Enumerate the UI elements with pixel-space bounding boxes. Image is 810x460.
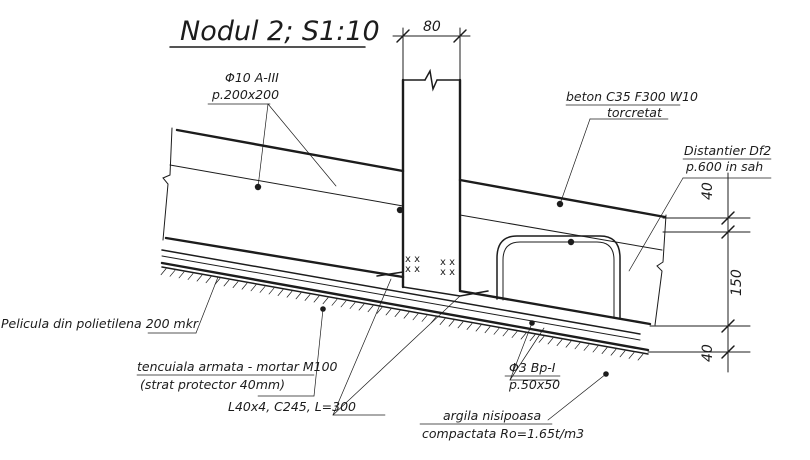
soil-hatch-mark bbox=[475, 324, 482, 332]
soil-hatch-mark bbox=[565, 340, 572, 348]
soil-hatch-mark bbox=[556, 339, 563, 346]
soil-hatch-mark bbox=[574, 342, 581, 350]
soil-hatch-mark bbox=[592, 345, 599, 353]
soil-hatch-mark bbox=[466, 323, 473, 330]
svg-text:x x: x x bbox=[405, 264, 420, 275]
soil-hatch-mark bbox=[349, 302, 356, 309]
soil-hatch-mark bbox=[358, 303, 365, 311]
soil-hatch-mark bbox=[610, 348, 617, 356]
clay-label-line2: compactata Ro=1.65t/m3 bbox=[422, 426, 584, 441]
soil-hatch-mark bbox=[538, 336, 545, 343]
soil-hatch-mark bbox=[169, 269, 176, 277]
soil-hatch-mark bbox=[619, 350, 626, 358]
soil-hatch-mark bbox=[376, 307, 383, 314]
soil-hatch-mark bbox=[268, 287, 275, 295]
soil-hatch-mark bbox=[412, 313, 419, 321]
ground-layers bbox=[160, 249, 650, 355]
soil-hatch-mark bbox=[322, 297, 329, 305]
concrete-label-line1: beton C35 F300 W10 bbox=[566, 89, 698, 104]
soil-hatch-mark bbox=[178, 271, 185, 279]
soil-hatch-mark bbox=[457, 321, 464, 329]
spacer-df2 bbox=[496, 235, 621, 319]
concrete-slab bbox=[162, 127, 667, 326]
soil-hatch-mark bbox=[160, 268, 167, 276]
soil-hatch-mark bbox=[223, 279, 230, 287]
soil-hatch-mark bbox=[331, 298, 338, 306]
soil-hatch-mark bbox=[421, 315, 428, 322]
soil-hatch-mark bbox=[493, 327, 500, 335]
drawing-title: Nodul 2; S1:10 bbox=[180, 16, 380, 47]
soil-hatch-mark bbox=[529, 334, 536, 342]
soil-hatch-mark bbox=[295, 292, 302, 300]
clay-label-line1: argila nisipoasa bbox=[443, 408, 541, 423]
soil-hatch-mark bbox=[439, 318, 446, 326]
soil-hatch-mark bbox=[187, 273, 194, 280]
spacer-label-line2: p.600 in sah bbox=[685, 159, 763, 174]
soil-hatch-mark bbox=[277, 289, 284, 297]
soil-hatch-mark bbox=[547, 337, 554, 345]
soil-hatch-mark bbox=[385, 308, 392, 316]
rebar-dot bbox=[396, 206, 404, 214]
soil-hatch-mark bbox=[520, 332, 527, 340]
soil-hatch-mark bbox=[484, 326, 491, 334]
soil-hatch-mark bbox=[304, 294, 311, 301]
rebar-label-line1: Φ10 A-III bbox=[225, 70, 279, 85]
wire-label-line2: p.50x50 bbox=[508, 377, 560, 392]
svg-text:x x: x x bbox=[440, 267, 455, 278]
steel-angle: x x x x x x x x bbox=[376, 254, 489, 297]
soil-hatch-mark bbox=[403, 311, 410, 319]
soil-hatching bbox=[160, 268, 644, 361]
rebar-dot bbox=[567, 238, 575, 246]
soil-hatch-mark bbox=[583, 344, 590, 351]
thickness-dimensions: 40 150 40 bbox=[647, 172, 751, 373]
soil-hatch-mark bbox=[313, 295, 320, 303]
soil-hatch-mark bbox=[394, 310, 401, 317]
soil-hatch-mark bbox=[448, 319, 455, 327]
wire-label-line1: Φ3 Bp-I bbox=[509, 360, 556, 375]
dim-bottom-layer: 40 bbox=[700, 344, 716, 362]
soil-hatch-mark bbox=[637, 353, 644, 361]
rebar-label-line2: p.200x200 bbox=[211, 87, 279, 102]
leader-lines bbox=[147, 103, 772, 421]
svg-text:x x: x x bbox=[405, 254, 420, 265]
soil-hatch-mark bbox=[241, 282, 248, 290]
soil-hatch-mark bbox=[205, 276, 212, 284]
plate-width-dimension: 80 bbox=[392, 19, 471, 81]
concrete-label-line2: torcretat bbox=[607, 105, 663, 120]
soil-hatch-mark bbox=[511, 331, 518, 338]
soil-hatch-mark bbox=[628, 352, 635, 359]
plaster-label-line2: (strat protector 40mm) bbox=[140, 377, 285, 392]
soil-hatch-mark bbox=[601, 347, 608, 355]
soil-hatch-mark bbox=[259, 286, 266, 293]
svg-text:x x: x x bbox=[440, 257, 455, 268]
soil-hatch-mark bbox=[196, 274, 203, 282]
soil-hatch-mark bbox=[250, 284, 257, 292]
spacer-label-line1: Distantier Df2 bbox=[684, 143, 771, 158]
plaster-label-line1: tencuiala armata - mortar M100 bbox=[137, 359, 338, 374]
film-label: Pelicula din polietilena 200 mkr bbox=[1, 316, 199, 331]
vertical-steel-plate bbox=[401, 68, 462, 292]
dim-slab: 150 bbox=[729, 269, 745, 296]
soil-hatch-mark bbox=[232, 281, 239, 288]
soil-hatch-mark bbox=[502, 329, 509, 337]
angle-label: L40x4, C245, L=300 bbox=[228, 399, 356, 414]
dim-top-layer: 40 bbox=[700, 182, 716, 200]
soil-hatch-mark bbox=[340, 300, 347, 308]
soil-hatch-mark bbox=[367, 305, 374, 313]
plate-width-label: 80 bbox=[423, 19, 441, 35]
soil-hatch-mark bbox=[286, 290, 293, 298]
